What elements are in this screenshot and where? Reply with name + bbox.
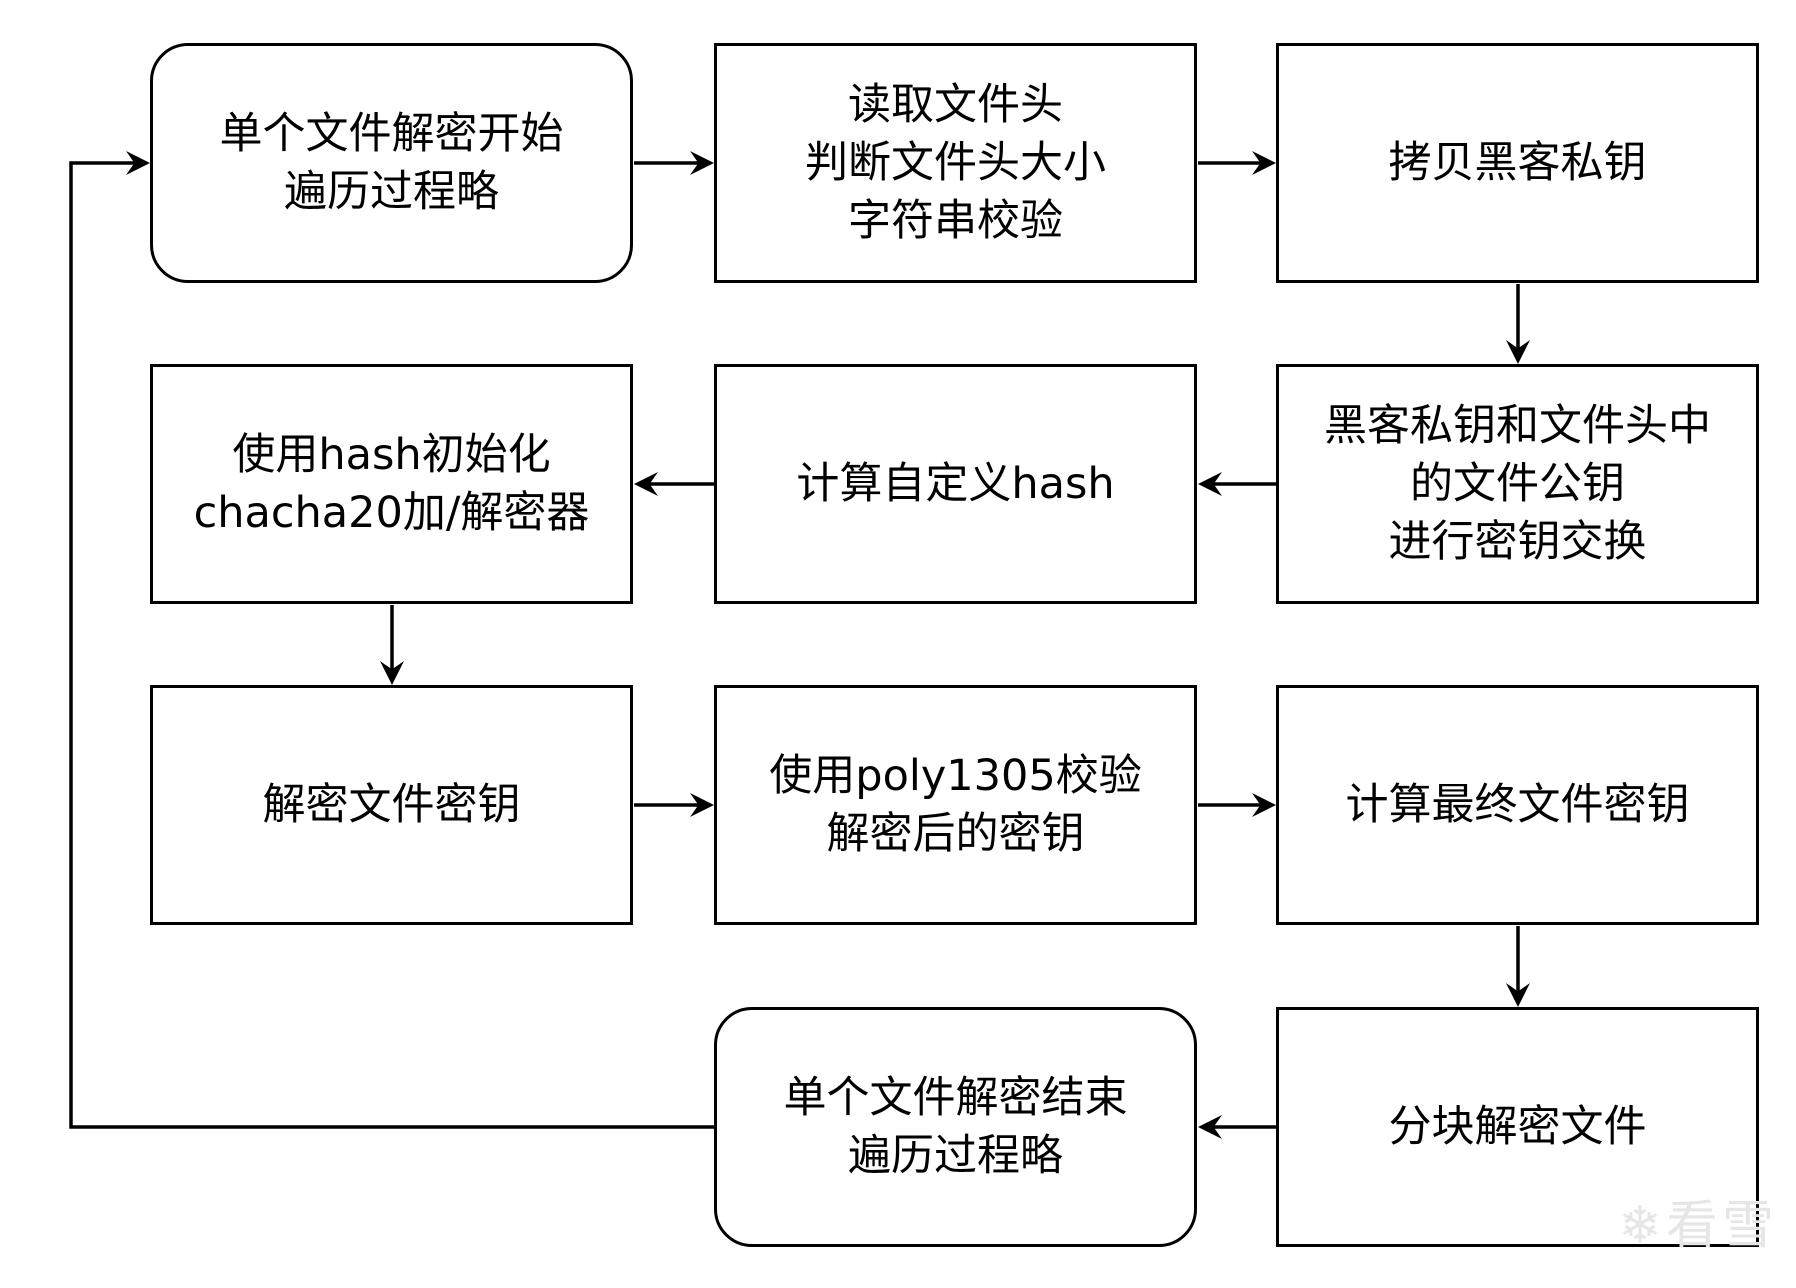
node-label: 拷贝黑客私钥: [1388, 138, 1647, 188]
edge-poly-final-arrowhead-icon: [1252, 793, 1276, 817]
node-label: 单个文件解密结束 遍历过程略: [783, 1073, 1128, 1181]
watermark-text: 看雪: [1665, 1196, 1778, 1256]
node-label: 计算自定义hash: [796, 459, 1115, 509]
edge-copy-exchange-arrowhead-icon: [1506, 340, 1530, 364]
node-label: 读取文件头 判断文件头大小 字符串校验: [805, 80, 1106, 246]
node-end: 单个文件解密结束 遍历过程略: [714, 1007, 1197, 1247]
node-key-exchange: 黑客私钥和文件头中 的文件公钥 进行密钥交换: [1276, 364, 1759, 604]
node-label: 使用hash初始化 chacha20加/解密器: [193, 430, 590, 538]
node-label: 计算最终文件密钥: [1345, 780, 1690, 830]
node-label: 单个文件解密开始 遍历过程略: [219, 109, 564, 217]
edge-read-copy-arrowhead-icon: [1252, 151, 1276, 175]
edge-exchange-hash-arrowhead-icon: [1198, 472, 1222, 496]
watermark: ❄看雪: [1618, 1183, 1778, 1258]
edge-decrypt-poly-arrowhead-icon: [690, 793, 714, 817]
edge-start-read-arrowhead-icon: [690, 151, 714, 175]
node-label: 使用poly1305校验 解密后的密钥: [769, 751, 1142, 859]
node-label: 解密文件密钥: [262, 780, 521, 830]
snowflake-icon: ❄: [1618, 1196, 1666, 1256]
edge-loop-back-arrowhead-icon: [126, 151, 150, 175]
edge-block-end-arrowhead-icon: [1198, 1115, 1222, 1139]
node-custom-hash: 计算自定义hash: [714, 364, 1197, 604]
node-copy-key: 拷贝黑客私钥: [1276, 43, 1759, 283]
node-read-header: 读取文件头 判断文件头大小 字符串校验: [714, 43, 1197, 283]
node-decrypt-file-key: 解密文件密钥: [150, 685, 633, 925]
edge-final-block-arrowhead-icon: [1506, 983, 1530, 1007]
node-label: 黑客私钥和文件头中 的文件公钥 进行密钥交换: [1324, 401, 1711, 567]
node-start: 单个文件解密开始 遍历过程略: [150, 43, 633, 283]
node-poly1305: 使用poly1305校验 解密后的密钥: [714, 685, 1197, 925]
node-label: 分块解密文件: [1388, 1102, 1647, 1152]
node-block-decrypt: 分块解密文件: [1276, 1007, 1759, 1247]
node-final-key: 计算最终文件密钥: [1276, 685, 1759, 925]
edge-loop-back-line: [69, 161, 714, 1129]
edge-hash-init-arrowhead-icon: [634, 472, 658, 496]
node-init-chacha: 使用hash初始化 chacha20加/解密器: [150, 364, 633, 604]
edge-init-decrypt-arrowhead-icon: [380, 661, 404, 685]
